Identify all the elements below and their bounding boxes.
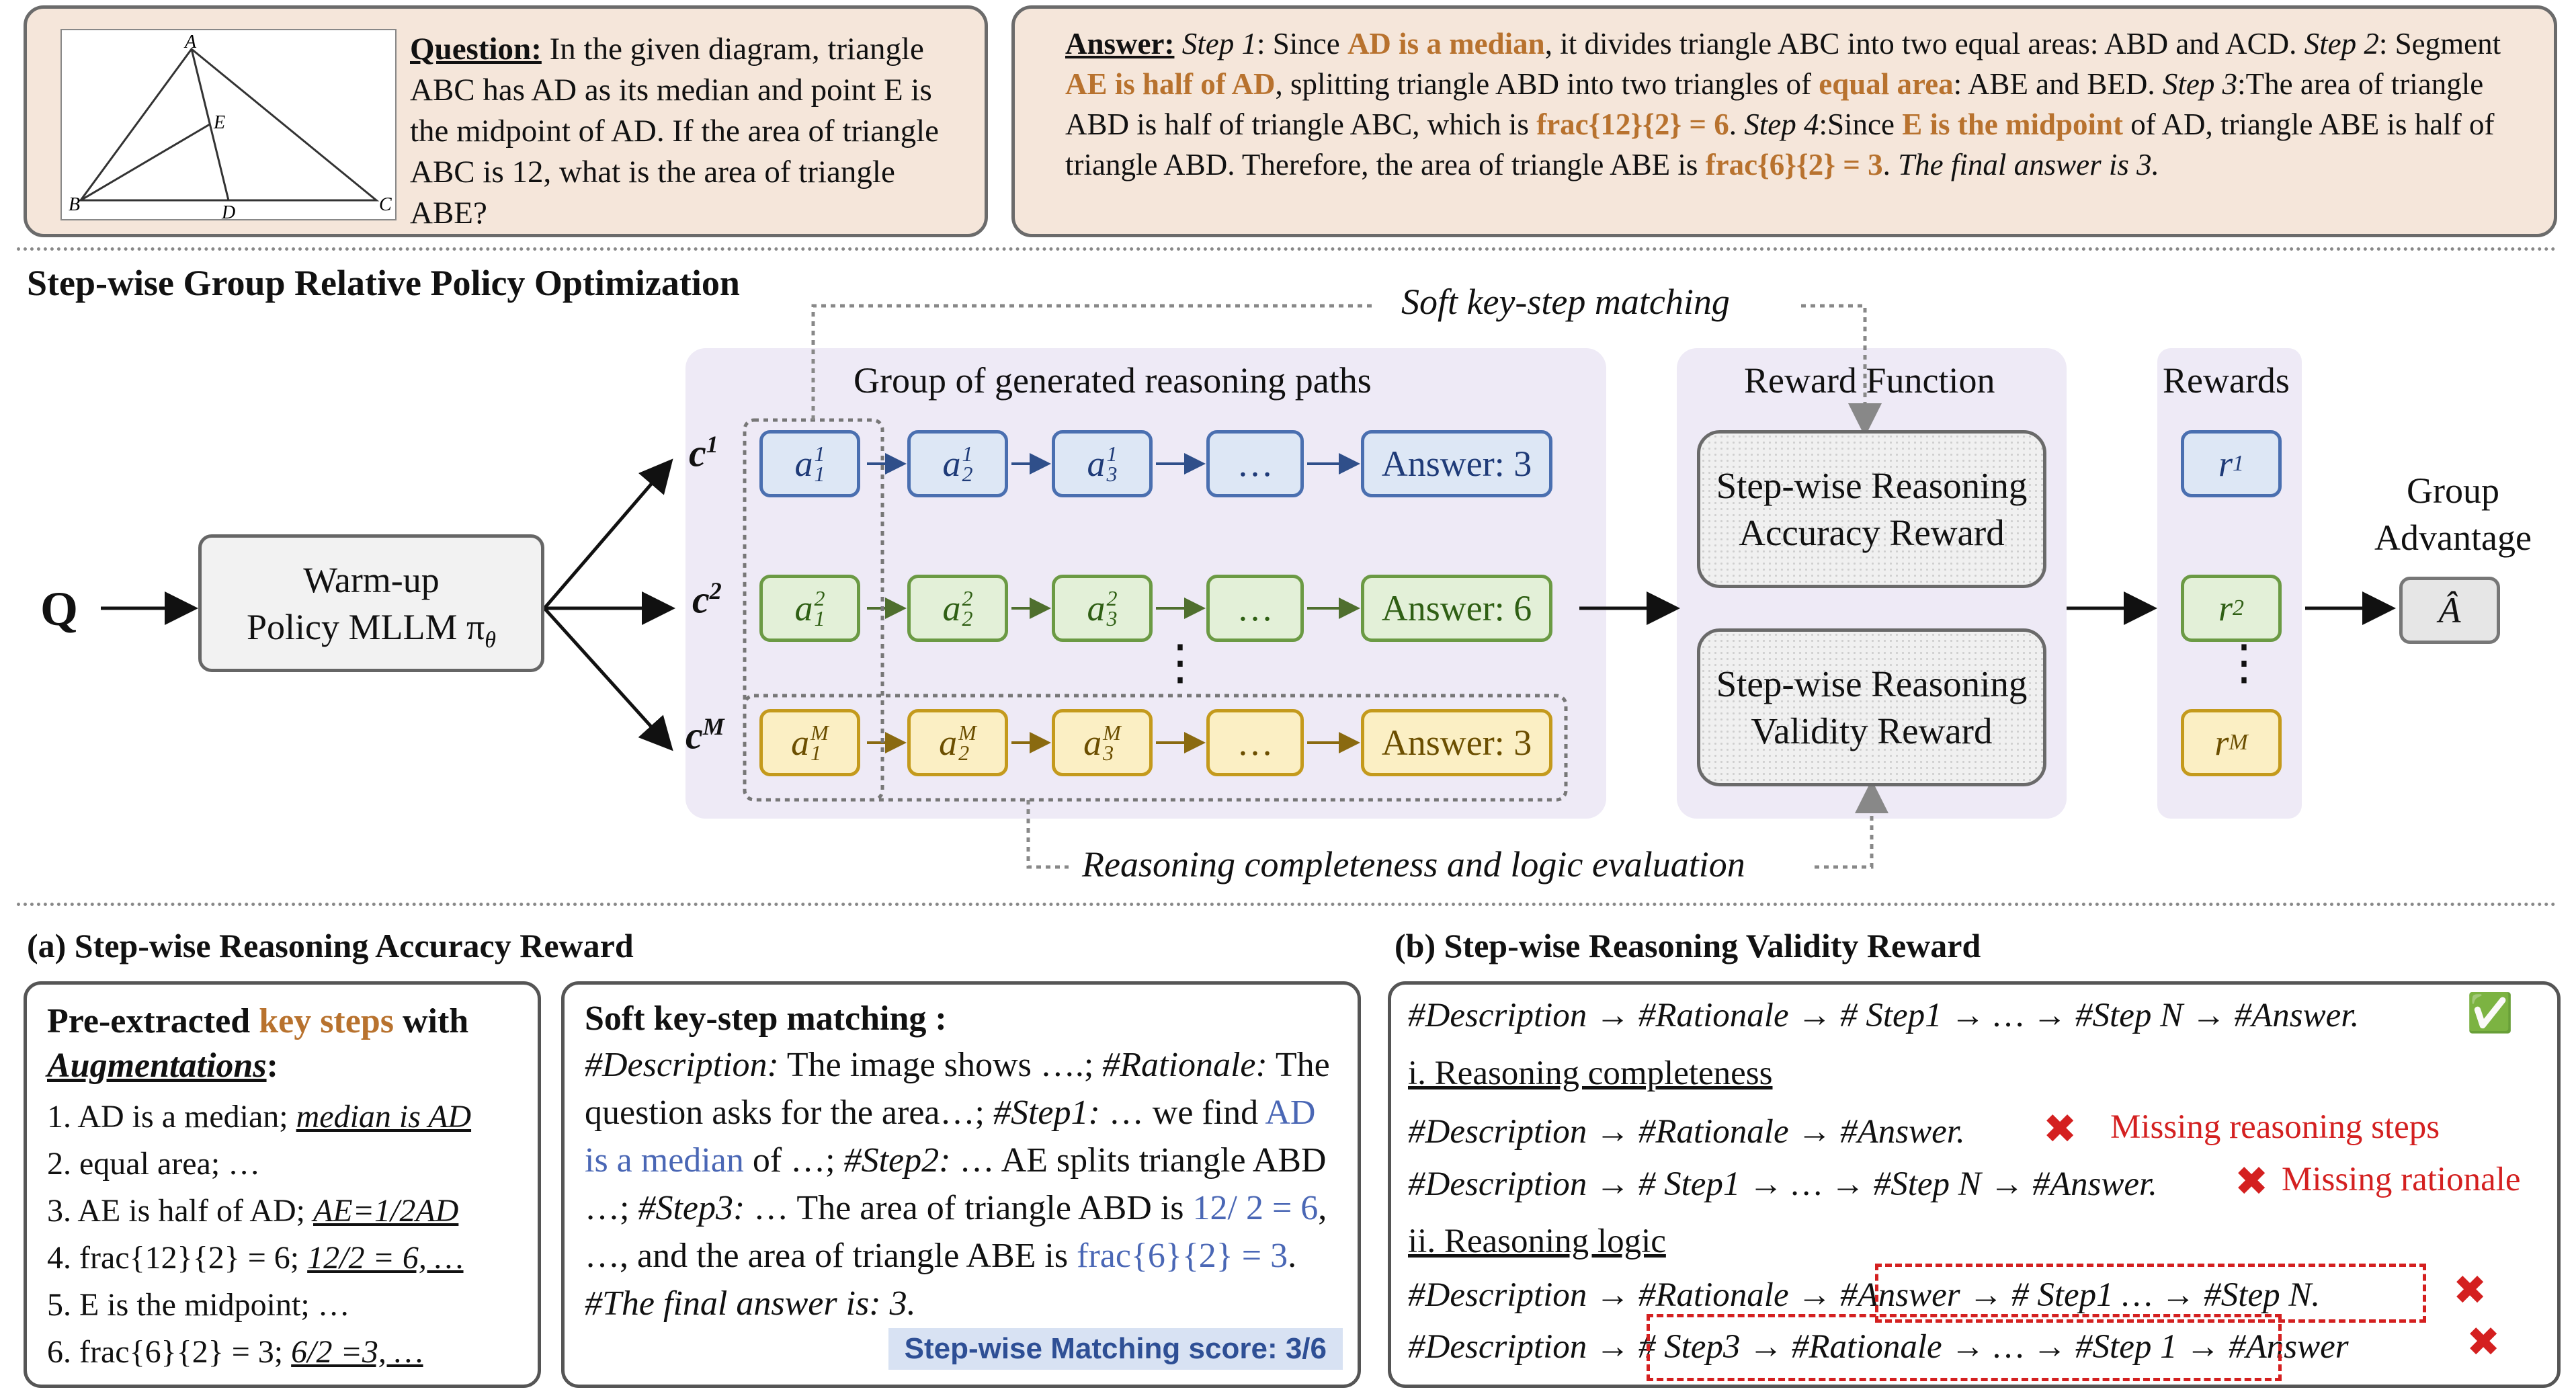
cross-icon: ✖ bbox=[2043, 1106, 2077, 1153]
key-step-item: 6. frac{6}{2} = 3; 6/2 =3, … bbox=[47, 1334, 423, 1370]
path-label-m: cM bbox=[685, 713, 724, 757]
answer-label: Answer: bbox=[1065, 27, 1175, 60]
q-label: Q bbox=[40, 582, 79, 636]
section-title: Step-wise Group Relative Policy Optimiza… bbox=[27, 263, 740, 303]
valid-sequence-row: #Description → #Rationale → # Step1 → … … bbox=[1408, 997, 2360, 1034]
accuracy-reward-box: Step-wise Reasoning Accuracy Reward bbox=[1697, 430, 2046, 588]
key-step-item: 4. frac{12}{2} = 6; 12/2 = 6, … bbox=[47, 1240, 464, 1276]
cross-icon: ✖ bbox=[2466, 1319, 2501, 1366]
triangle-diagram: A B C D E bbox=[60, 29, 397, 220]
vdots-paths: ⋮ bbox=[1156, 636, 1204, 690]
cross-icon: ✖ bbox=[2235, 1158, 2269, 1205]
missing-rationale-note: Missing rationale bbox=[2282, 1161, 2521, 1198]
key-step-item: 1. AD is a median; median is AD bbox=[47, 1099, 472, 1135]
policy-line1: Warm-up bbox=[303, 560, 440, 600]
policy-line2: Policy MLLM π bbox=[247, 607, 485, 647]
completeness-subtitle: i. Reasoning completeness bbox=[1408, 1055, 1773, 1092]
soft-matching-label: Soft key-step matching bbox=[1401, 282, 1730, 322]
missing-steps-note: Missing reasoning steps bbox=[2110, 1108, 2440, 1146]
soft-matching-box: Soft key-step matching : #Description: T… bbox=[561, 981, 1361, 1388]
key-step-item: 2. equal area; … bbox=[47, 1146, 261, 1182]
ellipsis-node-1: … bbox=[1206, 430, 1304, 497]
path-label-2: c2 bbox=[692, 577, 722, 622]
soft-matching-text: #Description: The image shows ….; #Ratio… bbox=[585, 1046, 1330, 1323]
error-highlight-1 bbox=[1875, 1264, 2426, 1323]
validity-reward-box: Step-wise Reasoning Validity Reward bbox=[1697, 628, 2046, 786]
advantage-box: Â bbox=[2399, 577, 2500, 644]
vertex-d: D bbox=[221, 202, 235, 220]
path-label-1: c1 bbox=[689, 431, 718, 475]
completeness-label: Reasoning completeness and logic evaluat… bbox=[1082, 844, 1745, 884]
reward-function-title: Reward Function bbox=[1744, 360, 1995, 401]
panel-b-title: (b) Step-wise Reasoning Validity Reward bbox=[1395, 927, 1981, 964]
missing-steps-row: #Description → #Rationale → #Answer. bbox=[1408, 1113, 1965, 1151]
question-text: Question: In the given diagram, triangle… bbox=[410, 32, 939, 231]
vertex-b: B bbox=[69, 194, 80, 215]
answer-node-2: Answer: 6 bbox=[1361, 575, 1552, 642]
key-steps-highlight: key steps bbox=[259, 1002, 394, 1040]
question-box: A B C D E Question: In the given diagram… bbox=[24, 5, 988, 237]
vertex-e: E bbox=[213, 112, 225, 133]
panel-a-title: (a) Step-wise Reasoning Accuracy Reward bbox=[27, 927, 634, 964]
soft-matching-title: Soft key-step matching : bbox=[585, 999, 947, 1038]
divider-bottom bbox=[17, 903, 2557, 906]
divider-top bbox=[17, 247, 2557, 251]
check-icon: ✅ bbox=[2466, 991, 2513, 1035]
answer-box: Answer: Step 1: Since AD is a median, it… bbox=[1011, 5, 2557, 237]
vdots-rewards: ⋮ bbox=[2220, 636, 2268, 690]
question-label: Question: bbox=[410, 32, 542, 67]
key-step-item: 5. E is the midpoint; … bbox=[47, 1287, 350, 1323]
diagram-connectors bbox=[101, 304, 2396, 869]
group-title: Group of generated reasoning paths bbox=[854, 360, 1372, 401]
ellipsis-node-m: … bbox=[1206, 709, 1304, 776]
vertex-c: C bbox=[379, 194, 392, 215]
answer-node-1: Answer: 3 bbox=[1361, 430, 1552, 497]
rewards-title: Rewards bbox=[2163, 360, 2290, 401]
vertex-a: A bbox=[183, 32, 197, 52]
missing-rationale-row: #Description → # Step1 → … → #Step N → #… bbox=[1408, 1165, 2157, 1203]
cross-icon: ✖ bbox=[2453, 1267, 2487, 1314]
key-step-item: 3. AE is half of AD; AE=1/2AD bbox=[47, 1193, 459, 1229]
error-highlight-2 bbox=[1647, 1314, 2282, 1381]
policy-sub: θ bbox=[485, 627, 496, 653]
answer-node-m: Answer: 3 bbox=[1361, 709, 1552, 776]
matching-score-badge: Step-wise Matching score: 3/6 bbox=[888, 1328, 1343, 1370]
answer-text: Answer: Step 1: Since AD is a median, it… bbox=[1065, 27, 2501, 181]
key-steps-box: Pre-extracted key steps with Augmentatio… bbox=[24, 981, 541, 1388]
policy-box: Warm-up Policy MLLM πθ bbox=[198, 534, 544, 672]
ellipsis-node-2: … bbox=[1206, 575, 1304, 642]
wrong-order-row-1: #Description → #Rationale → #Answer → # … bbox=[1408, 1276, 2321, 1314]
wrong-order-row-2: #Description → # Step3 → #Rationale → … … bbox=[1408, 1328, 2349, 1366]
logic-subtitle: ii. Reasoning logic bbox=[1408, 1223, 1666, 1260]
